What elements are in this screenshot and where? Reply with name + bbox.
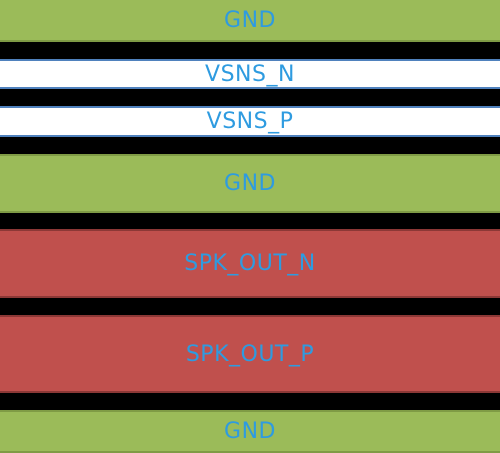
layer-gnd-mid: GND [0,154,500,213]
layer-label-vsns-p: VSNS_P [206,109,294,134]
layer-spk-out-n: SPK_OUT_N [0,229,500,298]
layer-gnd-top: GND [0,0,500,42]
layer-vsns-n: VSNS_N [0,59,500,89]
layer-label-gnd-top: GND [224,7,276,33]
layer-spk-out-p: SPK_OUT_P [0,315,500,393]
layer-label-gnd-bottom: GND [224,419,276,444]
layer-label-gnd-mid: GND [224,171,276,196]
layer-label-spk-out-p: SPK_OUT_P [185,341,315,367]
layer-label-spk-out-n: SPK_OUT_N [184,251,316,276]
layer-label-vsns-n: VSNS_N [205,61,295,87]
layer-gnd-bottom: GND [0,410,500,453]
layer-vsns-p: VSNS_P [0,106,500,137]
